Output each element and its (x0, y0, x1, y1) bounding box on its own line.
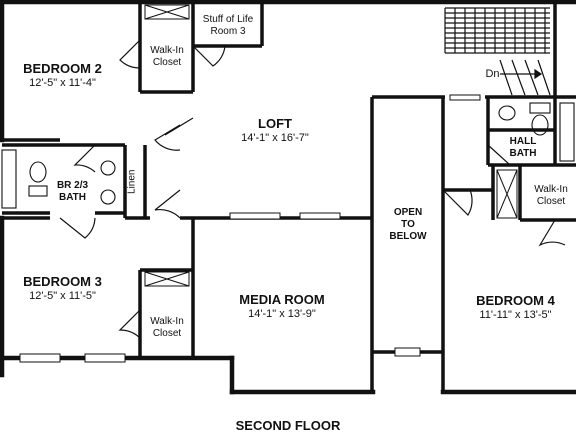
bedroom4-name: BEDROOM 4 (476, 293, 555, 308)
media-room-dims: 14'-1" x 13'-9" (248, 308, 316, 320)
open-line1: OPEN (393, 207, 423, 218)
bedroom4-dims: 11'-11" x 13'-5" (479, 309, 552, 321)
wic-br3-line2: Closet (152, 328, 182, 339)
floor-title: SECOND FLOOR (235, 418, 341, 433)
doors (59, 39, 566, 339)
stairs (444, 7, 551, 96)
loft-name: LOFT (258, 116, 292, 131)
bedroom3-name: BEDROOM 3 (23, 274, 102, 289)
bedroom3-dims: 12'-5" x 11'-5" (29, 290, 96, 302)
bedroom2-dims: 12'-5" x 11'-4" (29, 77, 96, 89)
bedroom2-name: BEDROOM 2 (23, 61, 102, 76)
open-line2: TO (401, 219, 415, 230)
wic-br4-line2: Closet (536, 196, 566, 207)
stair-down-label: Dn (485, 68, 500, 80)
bath23-line2: BATH (58, 192, 87, 203)
wic-br4-line1: Walk-In (534, 184, 568, 195)
wic-br2-line1: Walk-In (150, 45, 184, 56)
wic-br3-line1: Walk-In (150, 316, 184, 327)
closet-shelves (144, 4, 518, 287)
stuff-room-line1: Stuff of Life (202, 14, 254, 25)
hall-bath-line2: BATH (509, 148, 537, 159)
fixtures (1, 102, 575, 209)
stair-arrow (500, 68, 543, 80)
loft-dims: 14'-1" x 16'-7" (241, 132, 309, 144)
windows (19, 94, 481, 363)
open-line3: BELOW (389, 231, 427, 242)
wic-br2-line2: Closet (152, 57, 182, 68)
stuff-room-line2: Room 3 (210, 26, 246, 37)
bath23-line1: BR 2/3 (56, 180, 89, 191)
media-room-name: MEDIA ROOM (239, 292, 325, 307)
hall-bath-line1: HALL (509, 136, 537, 147)
interior-walls (0, 2, 576, 392)
linen-label: Linen (126, 169, 138, 194)
